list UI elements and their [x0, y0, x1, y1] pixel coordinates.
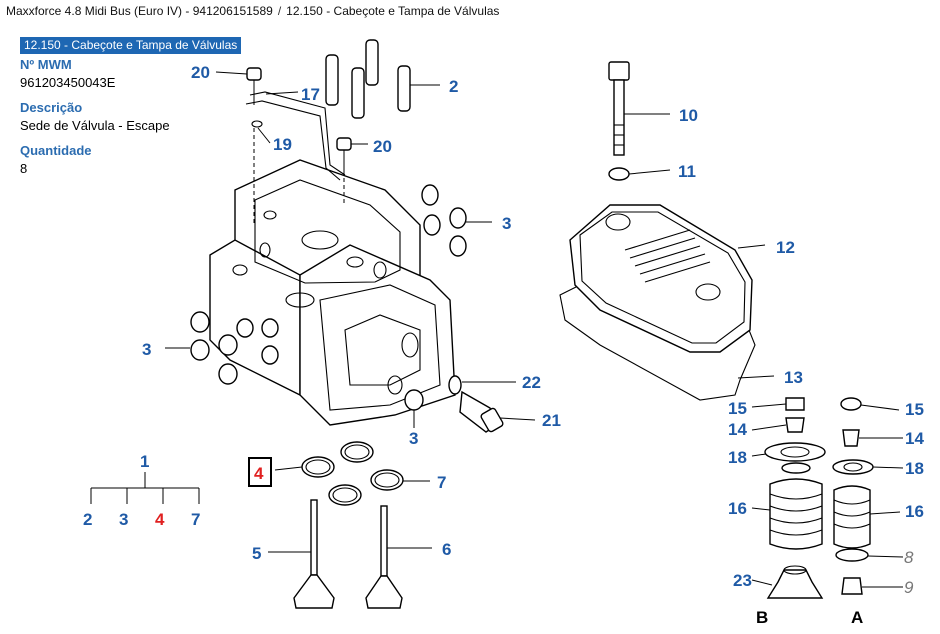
- callout-10[interactable]: 10: [679, 106, 698, 125]
- callout-6[interactable]: 6: [442, 540, 451, 559]
- hierarchy-tree: 1 2 3 4 7: [83, 452, 200, 529]
- callout-20-bottom[interactable]: 20: [373, 137, 392, 156]
- breadcrumb-model[interactable]: Maxxforce 4.8 Midi Bus (Euro IV) - 94120…: [6, 4, 273, 18]
- tree-child-3[interactable]: 3: [119, 510, 128, 529]
- tree-child-4[interactable]: 4: [155, 510, 165, 529]
- breadcrumb-section[interactable]: 12.150 - Cabeçote e Tampa de Válvulas: [286, 4, 500, 18]
- cover-bolt-drawing: [608, 61, 630, 181]
- assembly-label-b: B: [756, 608, 768, 627]
- breadcrumb: Maxxforce 4.8 Midi Bus (Euro IV) - 94120…: [6, 4, 499, 18]
- callout-14-b[interactable]: 14: [728, 420, 747, 439]
- callout-4[interactable]: 4: [254, 464, 264, 483]
- pipe-and-bolts-drawing: [245, 67, 352, 225]
- callout-15-b[interactable]: 15: [728, 399, 747, 418]
- mwm-number-label: Nº MWM: [20, 57, 72, 72]
- tree-child-2[interactable]: 2: [83, 510, 92, 529]
- callout-23[interactable]: 23: [733, 571, 752, 590]
- mwm-number-value: 961203450043E: [20, 75, 116, 90]
- callout-21[interactable]: 21: [542, 411, 561, 430]
- callout-11[interactable]: 11: [678, 162, 696, 181]
- callout-5[interactable]: 5: [252, 544, 261, 563]
- callout-16-a[interactable]: 16: [905, 502, 924, 521]
- callout-9[interactable]: 9: [904, 578, 914, 597]
- callout-13[interactable]: 13: [784, 368, 803, 387]
- callout-17[interactable]: 17: [301, 85, 320, 104]
- callout-4-highlight-box: [248, 457, 272, 487]
- callout-12[interactable]: 12: [776, 238, 795, 257]
- valve-seats-drawing: [301, 441, 404, 506]
- selected-group-title[interactable]: 12.150 - Cabeçote e Tampa de Válvulas: [20, 37, 242, 54]
- valve-stack-b-drawing: [764, 397, 826, 599]
- callout-labels: 20 17 2 19 20 10 11 12 3 3 3 22 21 13 4 …: [142, 63, 924, 627]
- callout-3-bottom[interactable]: 3: [409, 429, 418, 448]
- cylinder-head-drawing: [209, 159, 456, 426]
- callout-3-right[interactable]: 3: [502, 214, 511, 233]
- part-info-panel: 12.150 - Cabeçote e Tampa de Válvulas Nº…: [20, 36, 260, 176]
- valve-cover-drawing: [559, 204, 756, 401]
- quantity-label: Quantidade: [20, 143, 92, 158]
- valve-guides-drawing: [325, 39, 411, 119]
- callout-2[interactable]: 2: [449, 77, 458, 96]
- callout-20-top[interactable]: 20: [191, 63, 210, 82]
- callout-14-a[interactable]: 14: [905, 429, 924, 448]
- plugs-right-drawing: [421, 184, 467, 257]
- breadcrumb-separator: /: [277, 4, 282, 18]
- valves-drawing: [293, 499, 403, 609]
- callout-15-a[interactable]: 15: [905, 400, 924, 419]
- description-value: Sede de Válvula - Escape: [20, 118, 170, 133]
- tree-root-label[interactable]: 1: [140, 452, 149, 471]
- valve-stack-a-drawing: [832, 397, 874, 595]
- quantity-value: 8: [20, 161, 28, 176]
- callout-18-b[interactable]: 18: [728, 448, 747, 467]
- callout-3-left[interactable]: 3: [142, 340, 151, 359]
- callout-8[interactable]: 8: [904, 548, 914, 567]
- callout-7[interactable]: 7: [437, 473, 446, 492]
- sensor-drawing: [448, 375, 504, 433]
- description-label: Descrição: [20, 100, 83, 115]
- callout-16-b[interactable]: 16: [728, 499, 747, 518]
- callout-22[interactable]: 22: [522, 373, 541, 392]
- assembly-label-a: A: [851, 608, 863, 627]
- plugs-left-drawing: [190, 311, 424, 411]
- callout-18-a[interactable]: 18: [905, 459, 924, 478]
- leader-lines: [165, 71, 904, 588]
- tree-child-7[interactable]: 7: [191, 510, 200, 529]
- callout-19[interactable]: 19: [273, 135, 292, 154]
